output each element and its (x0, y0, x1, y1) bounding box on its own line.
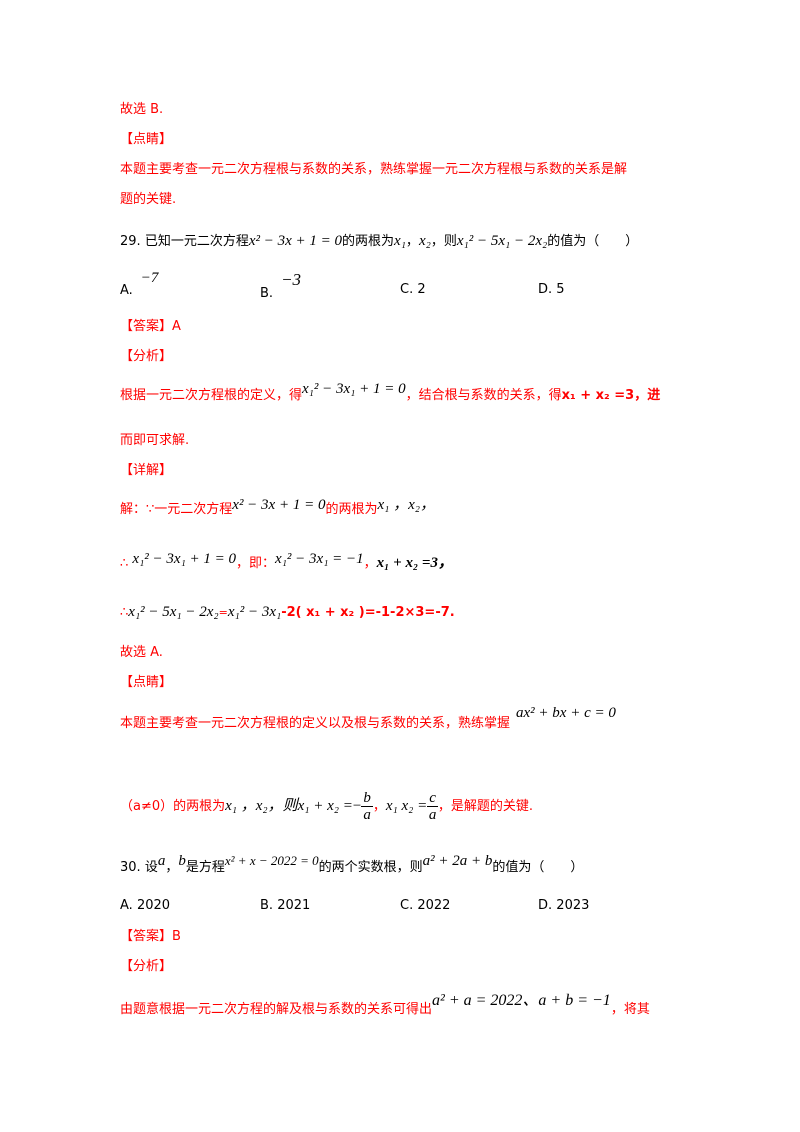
q29-option-a: A.−7 (120, 270, 159, 298)
q29-conclusion: 故选 A. (120, 645, 163, 660)
q29-detail-line3: ∴x₁² − 5x₁ − 2x₂=x₁² − 3x₁-2( x₁ + x₂ )=… (120, 604, 455, 620)
q29-option-b: B.−3 (260, 270, 302, 301)
prev-conclusion: 故选 B. (120, 102, 164, 117)
q29-option-d: D. 5 (538, 282, 565, 297)
q30-answer: 【答案】B (120, 929, 181, 944)
q29-detail-header: 【详解】 (120, 463, 173, 478)
q29-expression: x₁² − 5x₁ − 2x₂ (456, 233, 548, 249)
prev-comment-line1: 本题主要考查一元二次方程根与系数的关系，熟练掌握一元二次方程根与系数的关系是解 (120, 162, 628, 177)
q29-analysis-cont: 而即可求解. (120, 433, 190, 448)
prev-comment-line2: 题的关键. (120, 192, 177, 207)
q29-comment-line1: 本题主要考查一元二次方程根的定义以及根与系数的关系，熟练掌握ax² + bx +… (120, 705, 616, 731)
q29-number: 29. (120, 234, 141, 249)
q30-option-c: C. 2022 (400, 898, 451, 913)
q30-number: 30. (120, 860, 141, 875)
q29-option-c: C. 2 (400, 282, 426, 297)
q30-option-a: A. 2020 (120, 898, 171, 913)
q29-answer: 【答案】A (120, 319, 181, 334)
q30-analysis: 由题意根据一元二次方程的解及根与系数的关系可得出a² + a = 2022、a … (120, 992, 650, 1017)
q30-option-d: D. 2023 (538, 898, 590, 913)
q29-equation: x² − 3x + 1 = 0 (248, 233, 343, 249)
q29-comment-header: 【点睛】 (120, 675, 173, 690)
q29-stem: 29. 已知一元二次方程x² − 3x + 1 = 0的两根为x₁，x₂，则x₁… (120, 233, 639, 249)
prev-comment-header: 【点睛】 (120, 132, 173, 147)
q30-analysis-header: 【分析】 (120, 959, 173, 974)
q29-detail-line2: ∴ x₁² − 3x₁ + 1 = 0，即：x₁² − 3x₁ = −1，x₁ … (120, 551, 453, 571)
q30-stem: 30. 设a，b是方程x² + x − 2022 = 0的两个实数根，则a² +… (120, 853, 584, 875)
q29-analysis: 根据一元二次方程根的定义，得x₁² − 3x₁ + 1 = 0，结合根与系数的关… (120, 381, 661, 403)
q29-analysis-header: 【分析】 (120, 349, 173, 364)
q29-detail-line1: 解：∵一元二次方程x² − 3x + 1 = 0的两根为x₁ ，x₂， (120, 497, 435, 517)
q30-option-b: B. 2021 (260, 898, 311, 913)
